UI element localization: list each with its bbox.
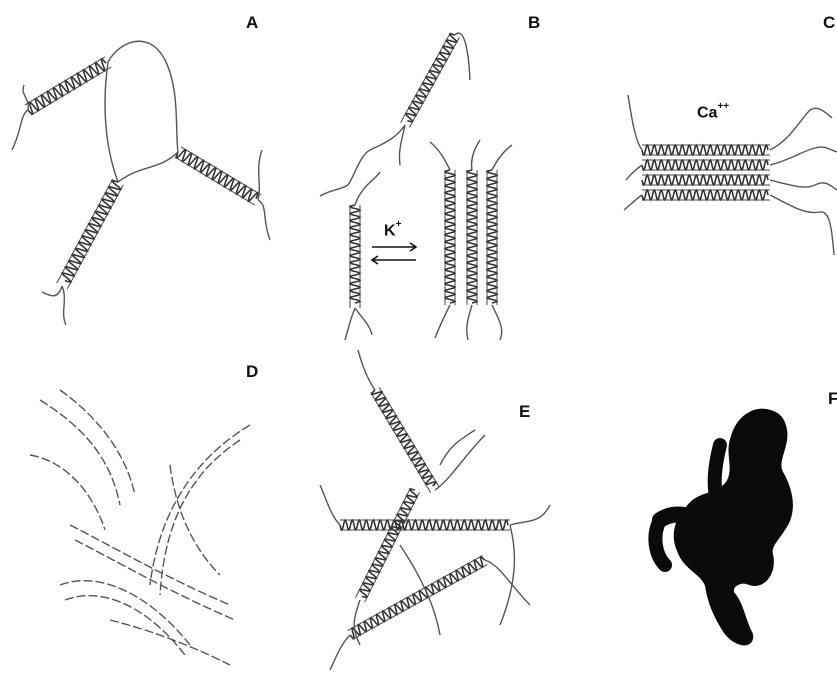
- panel-b-helix-top: [401, 33, 460, 128]
- panel-a-tail-3: [42, 286, 66, 325]
- panel-b-arrow-right: [372, 243, 416, 251]
- helix-edge: [352, 564, 487, 639]
- panel-c-ion-label: Ca++: [697, 103, 729, 122]
- panel-e-helix-2: [340, 520, 510, 530]
- panel-c: C Ca++: [600, 0, 837, 345]
- panel-c-label: C: [823, 13, 835, 33]
- helix-edge: [175, 157, 255, 205]
- panel-b-ion-label: K+: [384, 221, 401, 240]
- helix-coil: [360, 489, 417, 597]
- panel-f: F: [600, 345, 837, 675]
- panel-c-helix-4: [642, 190, 770, 200]
- panel-b-drawing: [300, 0, 600, 345]
- panel-b-helix-bundle-2: [467, 170, 477, 305]
- helix-edge: [356, 488, 411, 598]
- helix-coil: [487, 170, 497, 303]
- helix-edge: [365, 492, 420, 602]
- panel-a-drawing: [0, 0, 300, 345]
- panel-a-loop: [105, 41, 178, 182]
- panel-e-drawing: [300, 345, 600, 675]
- panel-b-helix-bundle-1: [445, 170, 455, 305]
- panel-e-helix-1: [371, 387, 440, 492]
- helix-edge: [181, 147, 261, 195]
- helix-edge: [409, 37, 459, 127]
- panel-b-arrow-left: [372, 256, 416, 264]
- helix-coil: [28, 59, 106, 114]
- panel-c-ion-charge: ++: [717, 101, 729, 112]
- helix-edge: [67, 185, 123, 289]
- panel-e-helix-3: [348, 556, 488, 640]
- panel-d-strands: [30, 390, 250, 665]
- panel-a-helix-2: [175, 147, 261, 205]
- panel-b-chain-top: [320, 33, 470, 196]
- panel-b-ion-charge: +: [396, 219, 402, 230]
- helix-edge: [371, 393, 431, 493]
- helix-coil: [642, 190, 768, 200]
- helix-coil: [406, 34, 457, 122]
- panel-b-label: B: [528, 13, 540, 33]
- helix-coil: [350, 205, 360, 303]
- helix-edge: [31, 67, 111, 115]
- helix-coil: [642, 175, 768, 185]
- helix-coil: [62, 181, 121, 282]
- panel-c-helix-1: [642, 145, 770, 155]
- helix-coil: [340, 520, 508, 530]
- panel-b-helix-single: [350, 205, 360, 308]
- panel-a-tail-1: [12, 85, 28, 150]
- helix-edge: [25, 57, 105, 105]
- panel-c-drawing: [600, 0, 837, 345]
- panel-b: B K+: [300, 0, 600, 345]
- panel-f-drawing: [600, 345, 837, 675]
- panel-f-aggregate: [655, 414, 787, 641]
- helix-edge: [379, 387, 439, 487]
- helix-coil: [642, 145, 768, 155]
- panel-c-helix-2: [642, 160, 770, 170]
- panel-e-helix-4: [356, 488, 420, 602]
- panel-a-label: A: [246, 13, 258, 33]
- panel-e: E: [300, 345, 600, 675]
- panel-a: A: [0, 0, 300, 345]
- helix-coil: [176, 150, 257, 202]
- panel-c-helix-3: [642, 175, 770, 185]
- helix-coil: [445, 170, 455, 303]
- helix-edge: [348, 556, 483, 631]
- panel-b-helix-bundle-3: [487, 170, 497, 305]
- helix-coil: [642, 160, 768, 170]
- helix-coil: [372, 390, 436, 486]
- panel-e-chains: [320, 350, 550, 670]
- panel-a-tail-2: [258, 150, 270, 240]
- panel-a-helix-3: [57, 179, 124, 289]
- panel-d: D: [0, 345, 300, 675]
- panel-d-drawing: [0, 345, 300, 675]
- panel-c-ion-base: Ca: [697, 104, 717, 121]
- panel-f-label: F: [828, 389, 837, 409]
- helix-edge: [57, 179, 113, 283]
- panel-b-ion-base: K: [384, 222, 396, 239]
- panel-e-label: E: [519, 402, 530, 422]
- helix-coil: [467, 170, 477, 303]
- helix-edge: [401, 33, 451, 123]
- panel-a-helix-1: [25, 57, 111, 115]
- panel-d-label: D: [246, 362, 258, 382]
